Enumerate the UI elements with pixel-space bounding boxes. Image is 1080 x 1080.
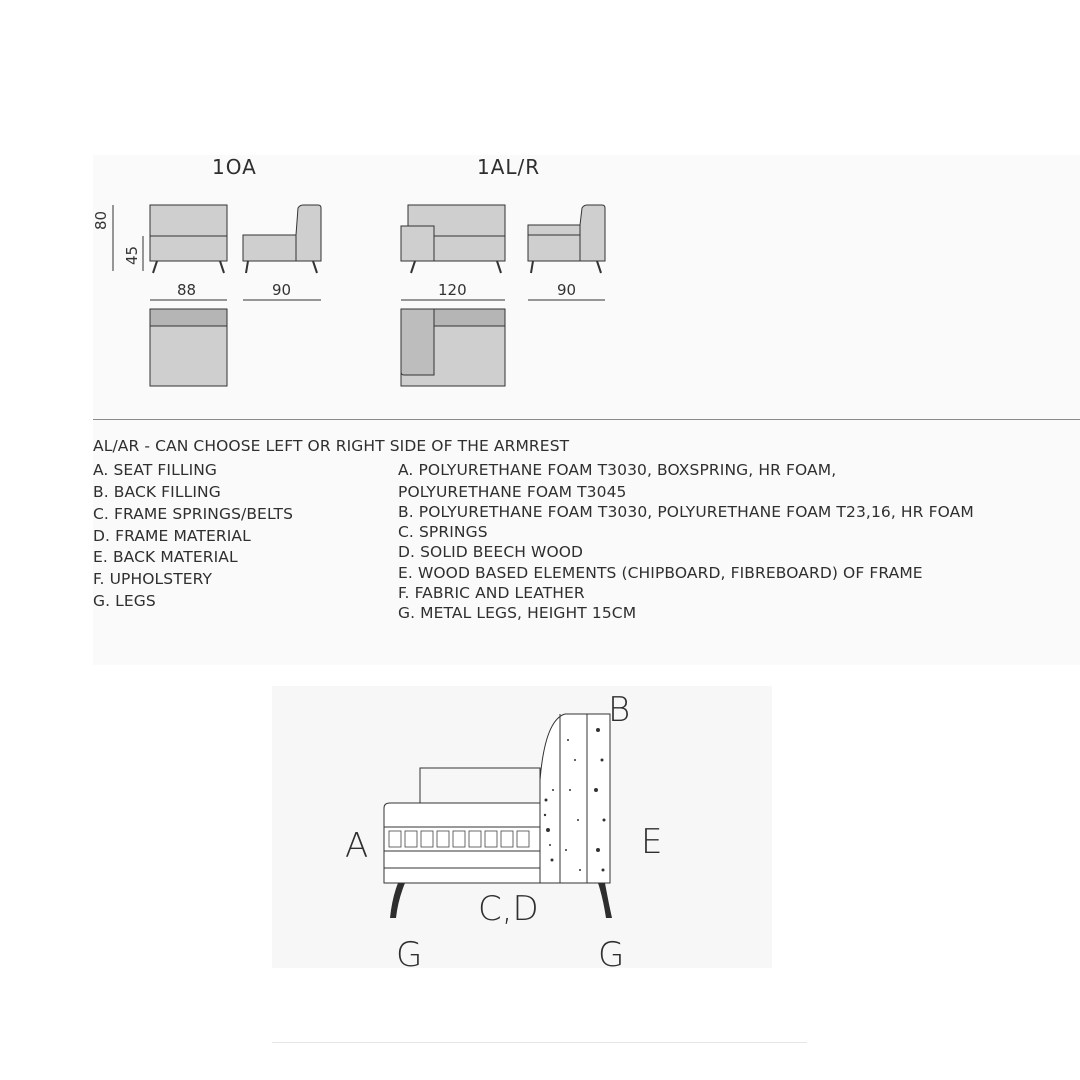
section-back-outer — [539, 713, 611, 884]
spec-value-a-line1: A. POLYURETHANE FOAM T3030, BOXSPRING, H… — [398, 461, 837, 479]
1oa-side-leg-left — [245, 260, 249, 274]
spec-value-e: E. WOOD BASED ELEMENTS (CHIPBOARD, FIBRE… — [398, 564, 923, 582]
spec-value-f: F. FABRIC AND LEATHER — [398, 584, 585, 602]
spec-value-d: D. SOLID BEECH WOOD — [398, 543, 584, 561]
depth-1alr-side: 90 — [557, 281, 577, 299]
footer-divider — [272, 1042, 807, 1043]
depth-1oa-side: 90 — [272, 281, 292, 299]
1alr-top-armrest — [400, 308, 435, 376]
label-b: B — [608, 690, 631, 730]
1oa-front-leg-left — [152, 260, 158, 274]
section-armrest — [419, 767, 541, 809]
spec-value-c: C. SPRINGS — [398, 523, 488, 541]
model-1alr-title: 1AL/R — [477, 155, 541, 179]
1oa-front-leg-right — [219, 260, 225, 274]
spec-value-a-line2: POLYURETHANE FOAM T3045 — [398, 483, 627, 501]
section-seat-top — [383, 802, 541, 828]
spec-label-c: C. FRAME SPRINGS/BELTS — [93, 505, 294, 523]
section-lower-foam — [383, 850, 541, 869]
1alr-front-leg-left — [410, 260, 416, 274]
section-springs — [383, 826, 541, 852]
1alr-side-leg-left — [530, 260, 534, 274]
spec-value-g: G. METAL LEGS, HEIGHT 15CM — [398, 604, 637, 622]
width-1alr-front: 120 — [438, 281, 467, 299]
spec-label-f: F. UPHOLSTERY — [93, 570, 213, 588]
spec-label-d: D. FRAME MATERIAL — [93, 527, 251, 545]
label-g-left: G — [396, 935, 423, 975]
label-g-right: G — [598, 935, 625, 975]
label-a: A — [345, 826, 369, 866]
spec-value-b: B. POLYURETHANE FOAM T3030, POLYURETHANE… — [398, 503, 974, 521]
1alr-side-leg-right — [596, 260, 602, 274]
section-divider — [93, 419, 1080, 420]
label-cd: C,D — [478, 889, 539, 929]
1oa-front-seat — [149, 235, 228, 262]
width-1oa-front: 88 — [177, 281, 197, 299]
armrest-note: AL/AR - CAN CHOOSE LEFT OR RIGHT SIDE OF… — [93, 437, 570, 455]
1oa-side-body — [242, 204, 322, 262]
section-leg-right — [598, 883, 612, 918]
1alr-front-leg-right — [496, 260, 502, 274]
section-leg-left — [390, 883, 405, 918]
spec-label-g: G. LEGS — [93, 592, 156, 610]
spec-label-a: A. SEAT FILLING — [93, 461, 218, 479]
label-e: E — [641, 822, 663, 862]
spec-label-e: E. BACK MATERIAL — [93, 548, 238, 566]
spec-label-b: B. BACK FILLING — [93, 483, 221, 501]
1oa-side-leg-right — [312, 260, 318, 274]
model-1oa-title: 1OA — [212, 155, 257, 179]
